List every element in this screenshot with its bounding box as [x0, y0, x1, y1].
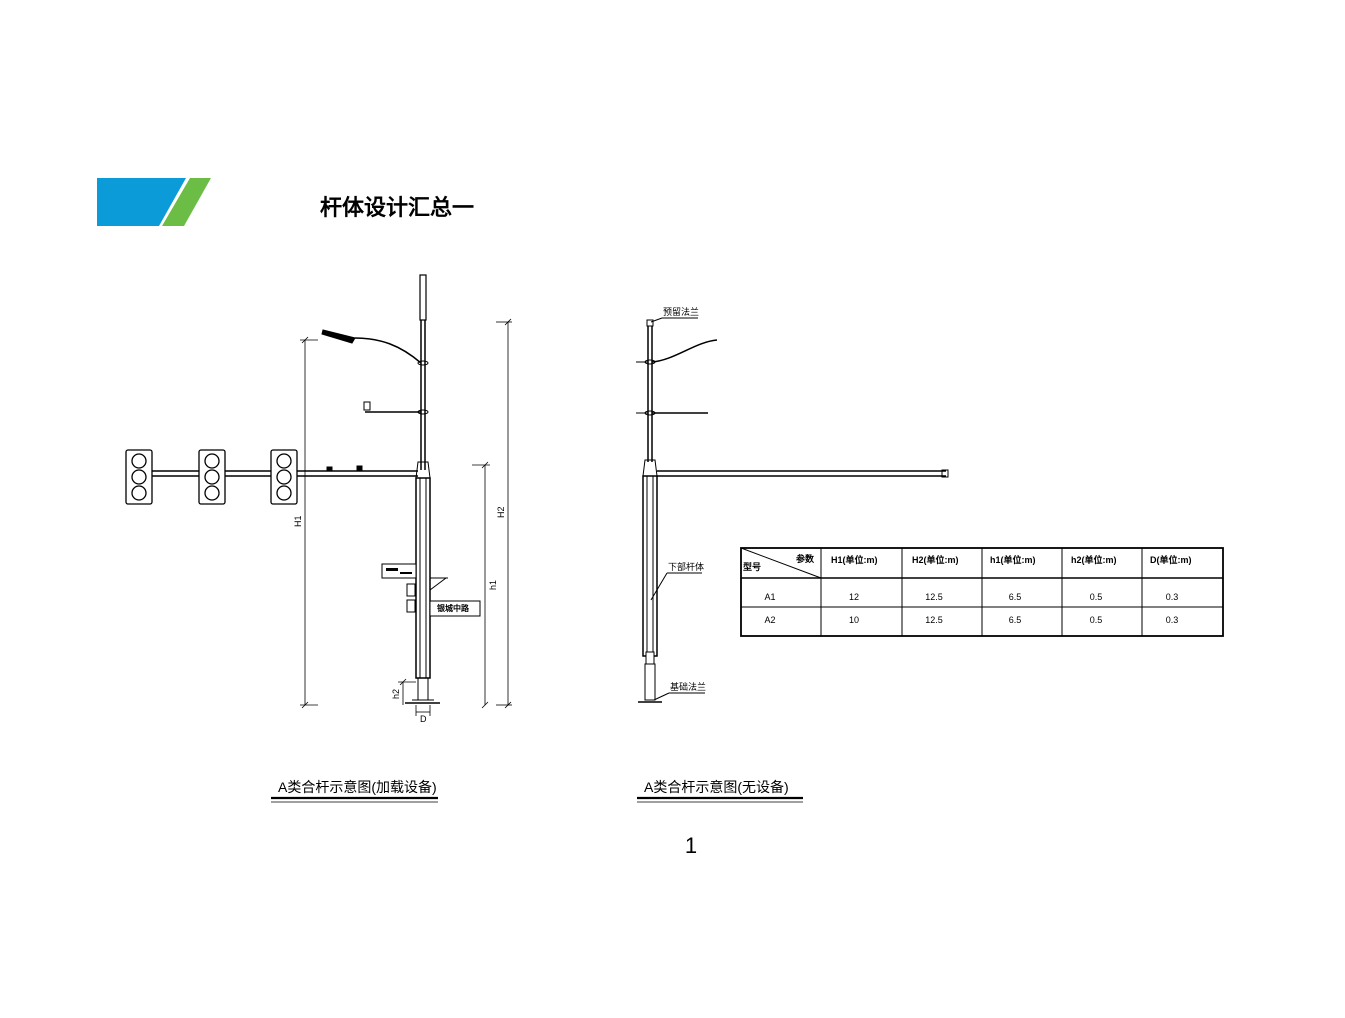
- traffic-light-head: [270, 449, 298, 505]
- table-header-cell: h2(单位:m): [1071, 554, 1117, 565]
- street-name-sign: 银城中路: [429, 600, 481, 617]
- table-header-cell: H1(单位:m): [831, 554, 878, 565]
- spec-table: 参数 型号 H1(单位:m) H2(单位:m) h1(单位:m) h2(单位:m…: [740, 547, 1224, 637]
- caption-loaded: A类合杆示意图(加载设备): [278, 779, 437, 795]
- dim-label-H2: H2: [496, 506, 506, 518]
- pole-diagram-empty: [636, 317, 949, 703]
- table-cell: 6.5: [1009, 615, 1022, 625]
- table-header-cell: h1(单位:m): [990, 554, 1036, 565]
- dimension-labels: H1 H2 h1 h2 D: [293, 506, 506, 724]
- svg-text:银城中路: 银城中路: [436, 603, 470, 613]
- table-cell: 12.5: [925, 615, 943, 625]
- table-header-row: H1(单位:m) H2(单位:m) h1(单位:m) h2(单位:m) D(单位…: [831, 554, 1192, 565]
- dim-label-h1: h1: [488, 580, 498, 590]
- label-lower-body: 下部杆体: [668, 561, 704, 572]
- table-cell: 0.5: [1090, 592, 1103, 602]
- label-base-flange: 基础法兰: [670, 681, 706, 692]
- dim-label-H1: H1: [293, 515, 303, 527]
- road-sign-panel: [381, 563, 417, 579]
- table-cell-model: A1: [764, 592, 775, 602]
- dimension-lines: [300, 318, 512, 716]
- traffic-light-head: [125, 449, 153, 505]
- table-cell: 10: [849, 615, 859, 625]
- table-row: A2 10 12.5 6.5 0.5 0.3: [764, 615, 1178, 625]
- table-cell: 0.5: [1090, 615, 1103, 625]
- header-accent-logo: [97, 178, 211, 226]
- dim-label-h2: h2: [391, 689, 401, 699]
- page-title: 杆体设计汇总一: [320, 195, 474, 221]
- dim-label-D: D: [420, 714, 427, 724]
- pole-diagram-loaded: [150, 274, 448, 704]
- table-header-cell: H2(单位:m): [912, 554, 959, 565]
- component-labels: 预留法兰 下部杆体 基础法兰: [663, 306, 706, 692]
- caption-empty: A类合杆示意图(无设备): [644, 779, 789, 795]
- table-cell-model: A2: [764, 615, 775, 625]
- table-cell: 0.3: [1166, 615, 1179, 625]
- table-corner-bottom: 型号: [743, 561, 761, 572]
- traffic-light-group: [125, 449, 298, 505]
- table-cell: 12: [849, 592, 859, 602]
- table-cell: 0.3: [1166, 592, 1179, 602]
- table-corner-top: 参数: [796, 553, 815, 564]
- traffic-light-head: [198, 449, 226, 505]
- page-number: 1: [685, 833, 697, 858]
- table-cell: 6.5: [1009, 592, 1022, 602]
- table-row: A1 12 12.5 6.5 0.5 0.3: [764, 592, 1178, 602]
- table-cell: 12.5: [925, 592, 943, 602]
- table-header-cell: D(单位:m): [1150, 554, 1192, 565]
- label-top-flange: 预留法兰: [663, 306, 699, 317]
